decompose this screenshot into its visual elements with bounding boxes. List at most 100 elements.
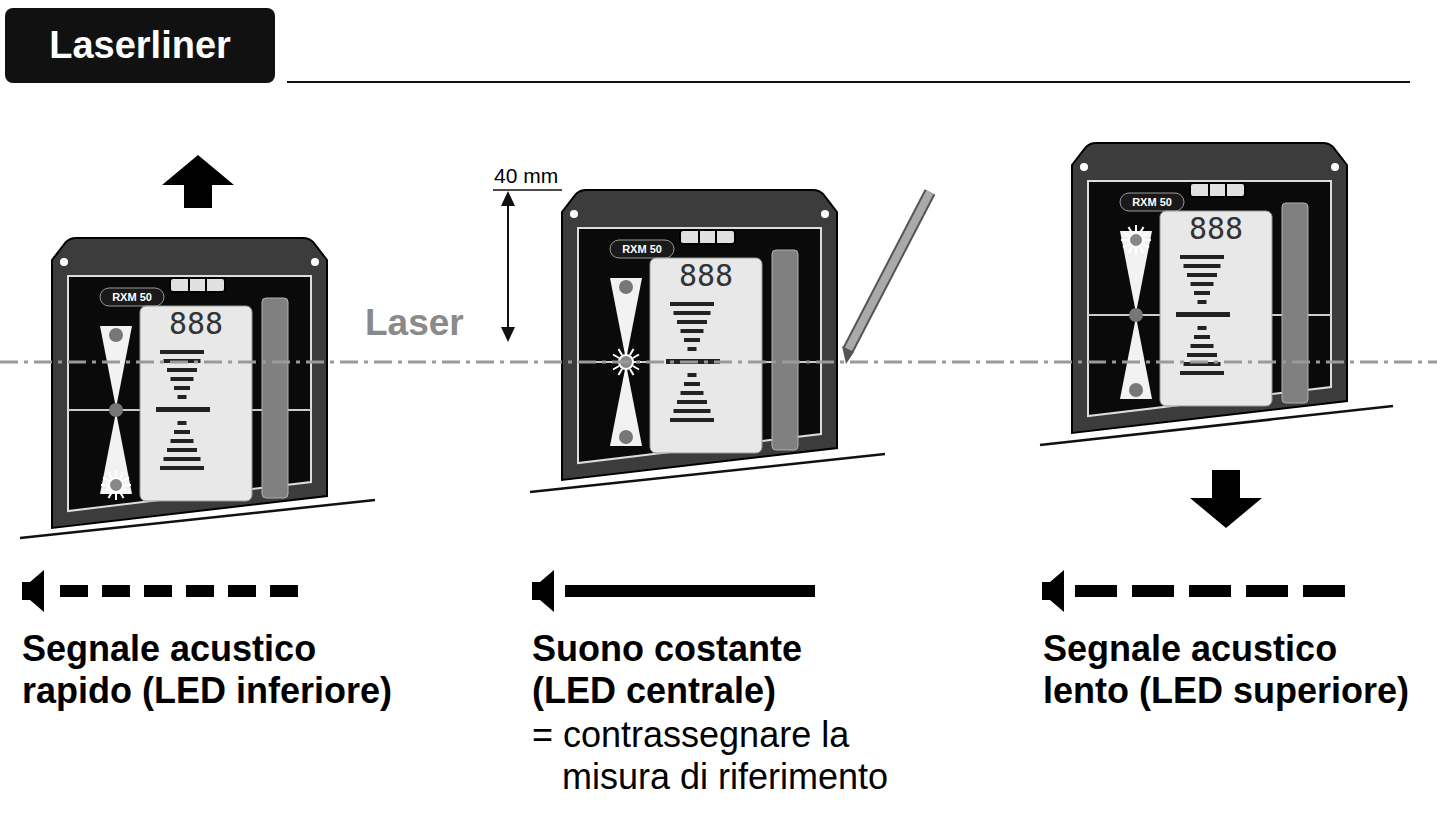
bar	[1194, 291, 1210, 295]
vial	[170, 278, 225, 292]
bar	[1194, 335, 1210, 339]
display-digits: 888	[1160, 211, 1272, 247]
receiver	[52, 238, 327, 528]
bar	[677, 320, 707, 324]
screw	[1331, 163, 1339, 171]
stroke	[1129, 247, 1133, 253]
stroke	[205, 278, 207, 292]
bar	[171, 439, 194, 443]
receiver	[1072, 143, 1347, 433]
long-beep	[1189, 585, 1231, 597]
ground-line	[1040, 406, 1393, 445]
laser-label: Laser	[365, 302, 464, 344]
led	[1129, 383, 1143, 397]
panel	[68, 276, 311, 511]
beep-pattern	[60, 585, 1345, 597]
stroke	[625, 347, 627, 354]
long-beep	[1246, 585, 1288, 597]
stroke	[625, 370, 627, 377]
led	[1129, 308, 1143, 322]
stroke	[103, 489, 109, 493]
stroke	[103, 478, 109, 482]
display-digits: 888	[140, 306, 252, 342]
stroke	[715, 230, 717, 244]
laser-line	[0, 361, 1437, 364]
stroke	[1121, 239, 1128, 241]
panel	[578, 228, 821, 463]
housing	[52, 238, 327, 528]
short-beep	[144, 585, 172, 597]
bar	[681, 329, 704, 333]
stroke	[1143, 244, 1149, 248]
short-beep	[270, 585, 298, 597]
long-beep	[1132, 585, 1174, 597]
bar	[178, 421, 187, 425]
bar	[681, 391, 704, 395]
ground-line	[530, 454, 885, 492]
bar	[684, 338, 700, 342]
sensor-window	[1282, 203, 1308, 403]
housing	[1072, 143, 1347, 433]
badge	[610, 240, 674, 258]
display	[1160, 211, 1272, 406]
note: = contrassegnare la misura di riferiment…	[532, 714, 892, 798]
screw	[60, 258, 68, 266]
stroke	[1140, 227, 1144, 233]
bar	[1180, 371, 1224, 375]
stroke	[123, 489, 129, 493]
vial	[1190, 183, 1245, 197]
center-bar	[156, 407, 210, 412]
led-triangle	[100, 326, 132, 408]
stroke	[1140, 247, 1144, 253]
panel	[1088, 181, 1331, 416]
stroke	[1123, 244, 1129, 248]
sound-signal	[22, 570, 1064, 612]
stroke	[1225, 183, 1227, 197]
stroke	[124, 484, 131, 486]
bar	[171, 377, 194, 381]
bar	[160, 466, 204, 470]
screw	[1080, 163, 1088, 171]
sensor-window	[262, 298, 288, 498]
led-triangle	[100, 412, 132, 494]
stroke	[630, 349, 634, 355]
logo-text: Laserliner	[49, 24, 231, 67]
led	[619, 430, 633, 444]
stroke	[619, 349, 623, 355]
long-beep	[1075, 585, 1117, 597]
stroke	[630, 369, 634, 375]
dimension	[493, 190, 562, 342]
caption: Suono costante (LED centrale)	[532, 628, 862, 712]
bar	[1198, 326, 1207, 330]
up-arrow	[162, 155, 234, 208]
stroke	[123, 478, 129, 482]
bar	[1198, 300, 1207, 304]
logo-box: Laserliner	[5, 8, 275, 83]
stroke	[1135, 225, 1137, 232]
led-triangle	[1120, 231, 1152, 313]
model-badge: RXM 50	[1120, 193, 1184, 211]
bar	[684, 382, 700, 386]
bar	[1187, 273, 1217, 277]
stroke	[101, 484, 108, 486]
bar	[167, 368, 197, 372]
bar	[164, 457, 201, 461]
led-triangle	[1120, 317, 1152, 399]
screw	[570, 210, 578, 218]
stroke	[613, 355, 619, 359]
down-arrow	[1190, 470, 1262, 528]
display-digits: 888	[650, 258, 762, 294]
vial	[680, 230, 735, 244]
stroke	[619, 369, 623, 375]
bar	[674, 409, 711, 413]
lit-led	[109, 478, 123, 492]
bar	[160, 350, 204, 354]
led-triangle	[610, 278, 642, 360]
stroke	[115, 493, 117, 500]
stroke	[1129, 227, 1133, 233]
bar	[670, 302, 714, 306]
stroke	[1123, 233, 1129, 237]
model-badge: RXM 50	[100, 288, 164, 306]
stroke	[1208, 183, 1210, 197]
bar	[1187, 353, 1217, 357]
